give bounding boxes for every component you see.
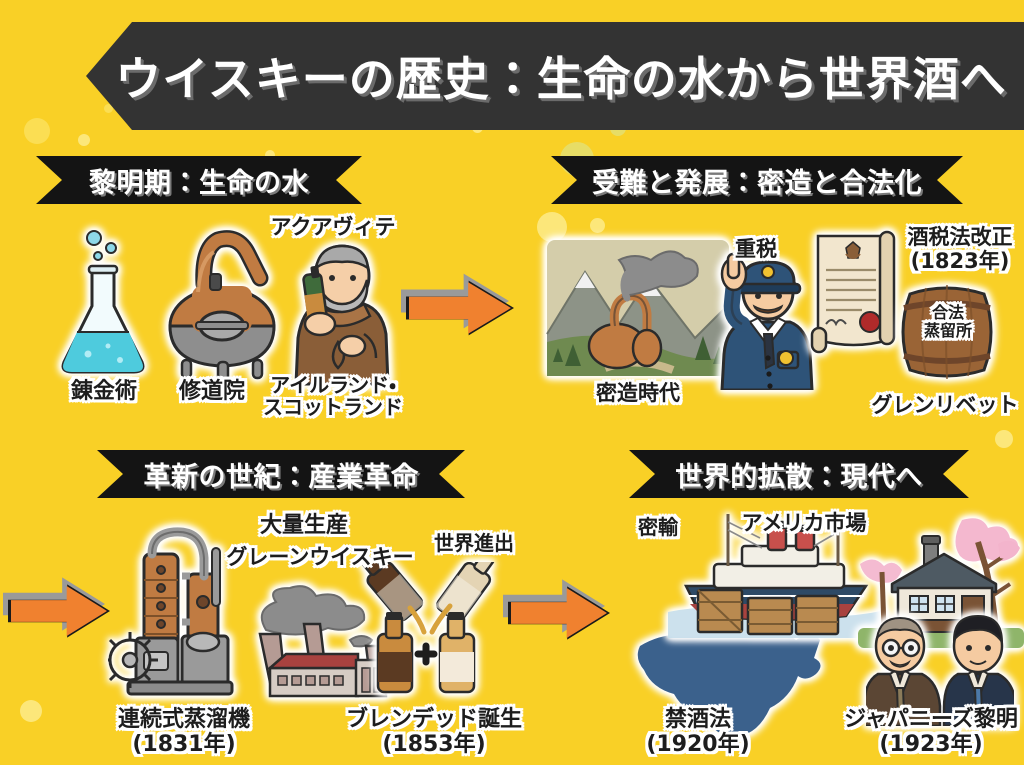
founders-icon — [866, 614, 1014, 726]
bg-blob — [24, 118, 50, 144]
label-us-market: アメリカ市場 — [741, 511, 867, 535]
section-heading-dawn: 黎明期：生命の水 — [36, 156, 362, 204]
label-excise-act: 酒税法改正 (1823年) — [907, 225, 1013, 273]
section-heading-text: 世界的拡散：現代へ — [675, 461, 923, 493]
section-heading-text: 受難と発展：密造と合法化 — [592, 167, 922, 199]
bg-blob — [590, 218, 605, 233]
label-mass-production: 大量生産 — [259, 513, 348, 538]
label-prohibition: 禁酒法 (1920年) — [646, 707, 750, 757]
label-glenlivet: グレンリベット — [871, 393, 1019, 417]
monk-icon — [294, 244, 390, 386]
section-heading-innovation: 革新の世紀：産業革命 — [97, 450, 465, 498]
arrow-right-3 — [503, 578, 610, 648]
pot-still-icon — [168, 230, 276, 382]
label-coffey-still: 連続式蒸溜機 (1831年) — [117, 707, 250, 757]
label-legal-cask: 合法 蒸留所 — [923, 303, 972, 340]
label-smuggling: 密輸 — [638, 515, 678, 539]
mountain-still-icon — [546, 240, 730, 376]
section-heading-hardship: 受難と発展：密造と合法化 — [551, 156, 963, 204]
ship-icon — [668, 514, 886, 638]
bg-blob — [78, 134, 90, 146]
label-heavy-tax: 重税 — [735, 237, 777, 261]
section-heading-text: 黎明期：生命の水 — [89, 167, 309, 199]
policeman-icon — [720, 252, 814, 390]
label-regions: アイルランド・ スコットランド — [263, 373, 403, 420]
page-title-banner: ウイスキーの歴史：生命の水から世界酒へ — [86, 22, 1024, 130]
section-heading-text: 革新の世紀：産業革命 — [143, 461, 419, 493]
label-japanese-dawn: ジャパニーズ黎明 (1923年) — [844, 707, 1018, 757]
arrow-right-1 — [401, 272, 514, 344]
flask-icon — [61, 230, 145, 374]
column-still-icon — [108, 527, 234, 696]
usa-map-icon — [637, 629, 821, 737]
barrel-icon — [901, 284, 993, 380]
bg-blob — [20, 700, 42, 722]
label-grain-whisky: グレーンウイスキー — [226, 545, 414, 569]
distillery-house-icon — [858, 518, 1024, 648]
label-alchemy: 錬金術 — [70, 379, 137, 404]
label-aquavitae: アクアヴィテ — [270, 215, 396, 239]
page-title: ウイスキーの歴史：生命の水から世界酒へ — [115, 52, 1007, 106]
label-smuggling-era: 密造時代 — [596, 381, 680, 405]
arrow-right-2 — [3, 576, 110, 646]
scroll-icon — [810, 230, 896, 354]
label-global-advance: 世界進出 — [434, 531, 514, 555]
label-monastery: 修道院 — [178, 379, 245, 404]
bg-blob — [995, 430, 1013, 448]
bottles-icon — [361, 562, 495, 694]
label-blended-birth: ブレンデッド誕生 (1853年) — [345, 707, 522, 757]
section-heading-global: 世界的拡散：現代へ — [629, 450, 969, 498]
